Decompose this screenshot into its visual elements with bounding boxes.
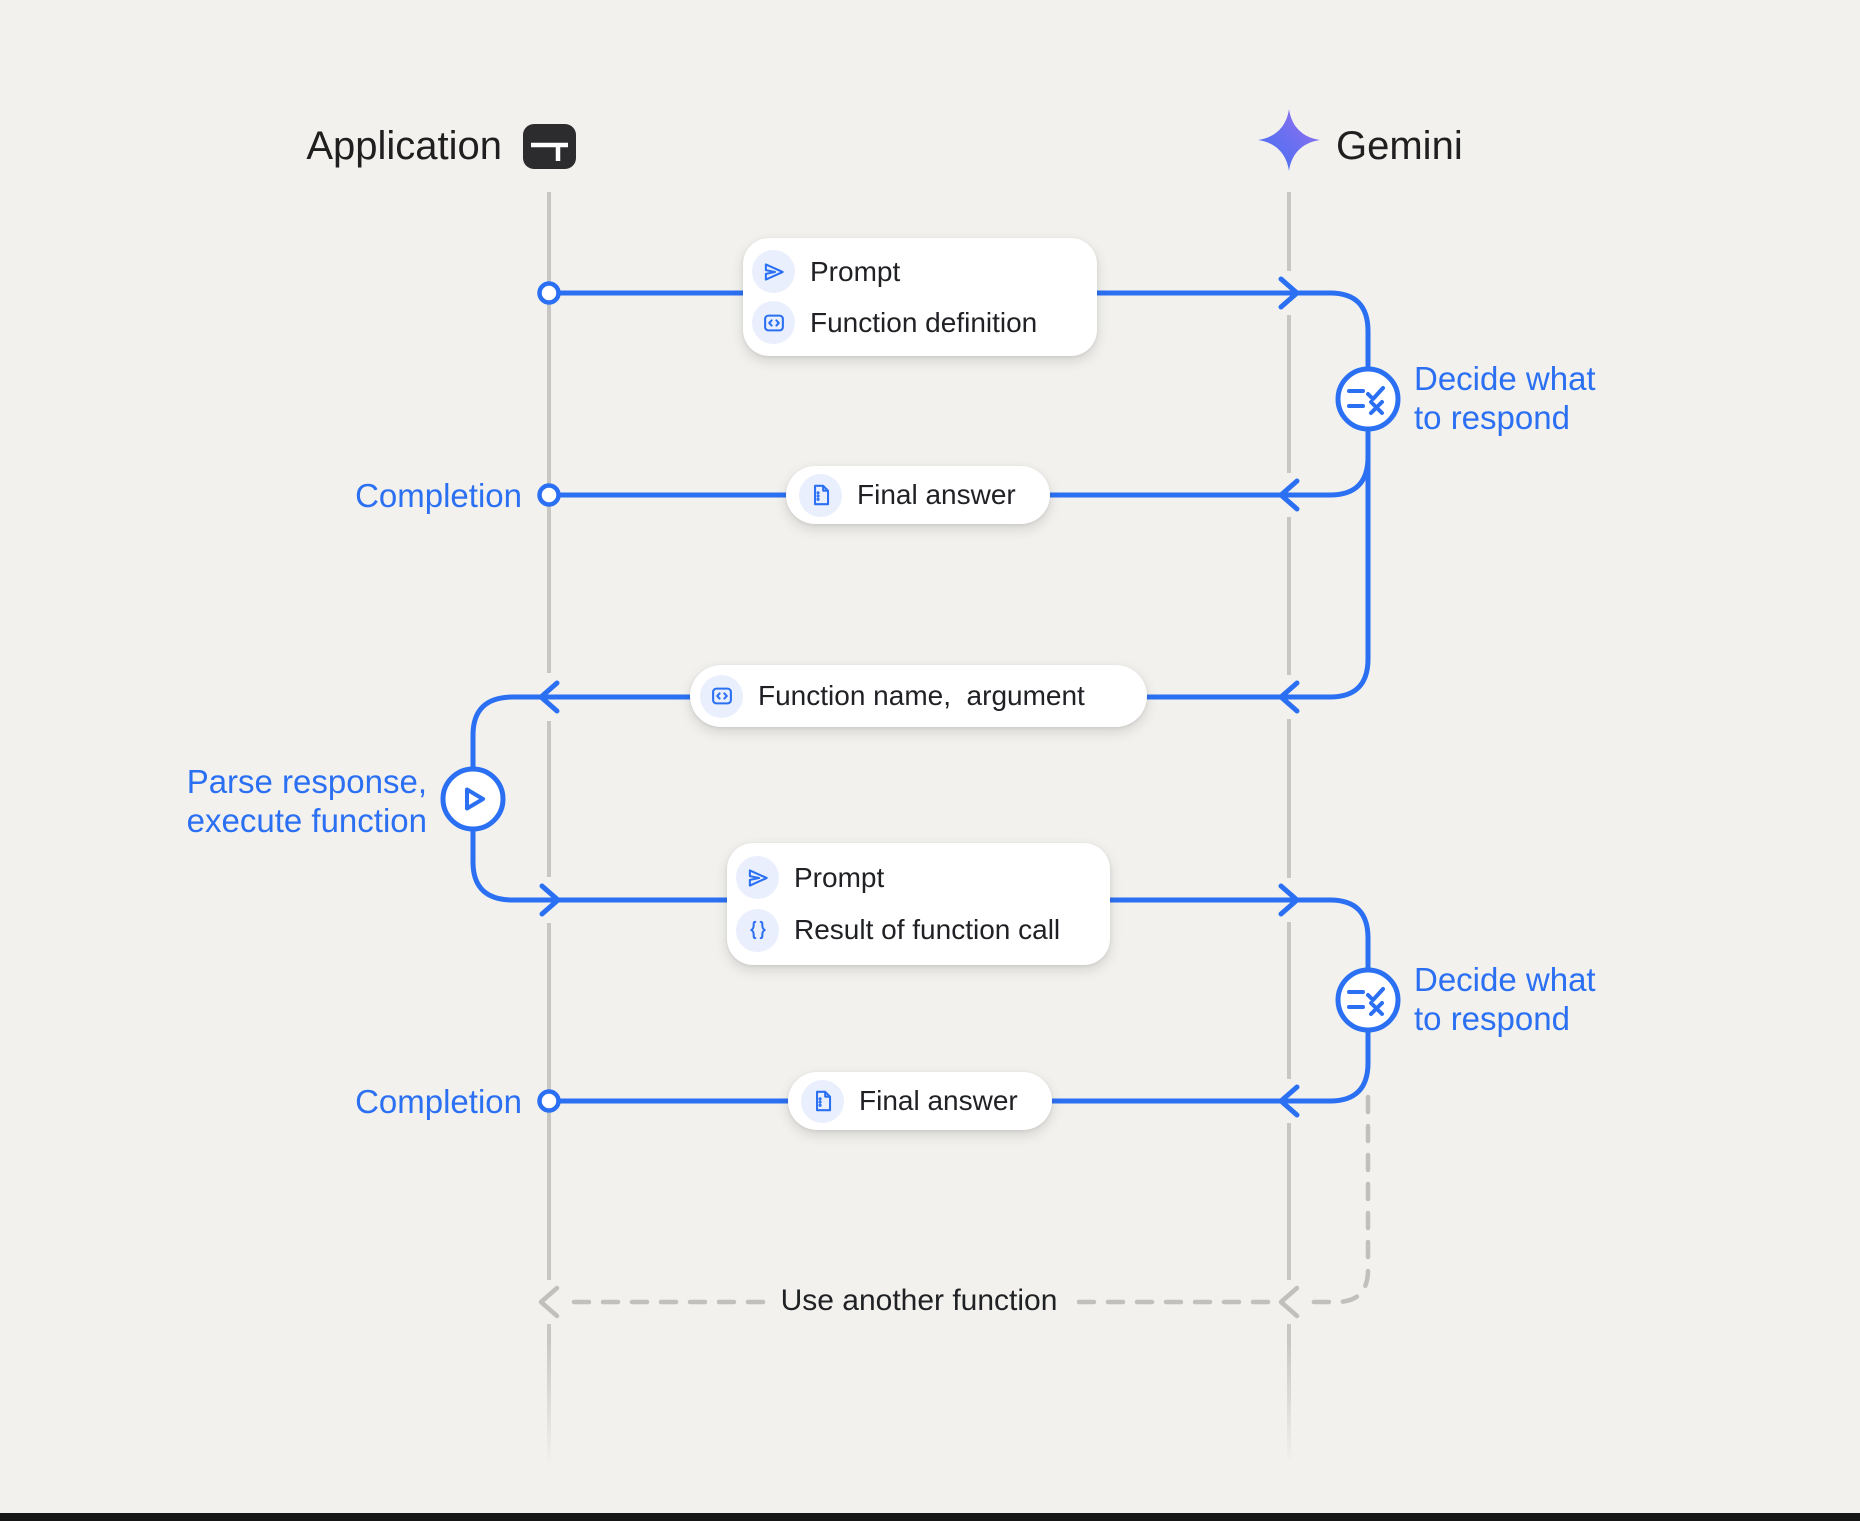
bottom-edge-bar [0,1513,1860,1521]
arrowhead-right-row1 [1278,276,1300,310]
gemini-header-label: Gemini [1336,124,1463,168]
application-header-label: Application [306,124,502,168]
arrowhead-right-row4-application [539,883,561,917]
document-icon [799,473,842,517]
completion-ring-row5 [537,1089,561,1113]
send-icon [736,856,779,900]
parse-execute-label: Parse response, execute function [186,763,427,839]
source-ring-row1 [537,281,561,305]
completion-label-2: Completion [355,1083,522,1120]
decide-label-1: Decide what to respond [1414,360,1596,436]
document-icon [801,1079,844,1123]
message-box-final-answer-1: Final answer [786,466,1050,524]
braces-icon [736,908,779,952]
flow-final-answer-2 [546,1027,1371,1104]
play-icon [465,787,485,811]
rule-icon [1347,987,1385,1016]
gemini-star-icon [1258,109,1320,171]
message-label: Final answer [859,1085,1018,1116]
arrowhead-right-row4-gemini [1278,883,1300,917]
message-box-prompt-function-definition: Prompt Function definition [743,238,1097,356]
message-label: Prompt [794,861,885,893]
dashed-arrowhead-gemini [1278,1285,1300,1319]
message-box-function-name-argument: Function name, argument [690,665,1147,727]
arrowhead-left-row2 [1278,478,1300,512]
send-icon [752,250,795,293]
arrowhead-left-row5 [1278,1084,1300,1118]
flow-final-answer-1 [546,454,1371,498]
completion-label-1: Completion [355,477,522,514]
message-label: Result of function call [794,914,1061,946]
use-another-function-dashed-path [538,1094,1371,1319]
decide-node-2 [1335,967,1401,1033]
arrowhead-left-row3-gemini [1278,680,1300,714]
message-label: Prompt [810,255,901,287]
message-label: Final answer [857,479,1016,510]
app-window-icon [523,124,576,169]
flow-prompt-to-gemini [546,290,1371,372]
rule-icon [1347,386,1385,415]
message-label: Function definition [810,306,1038,338]
code-box-icon [700,674,743,718]
arrowhead-left-row3-application [538,680,560,714]
message-label: Function name, argument [758,680,1085,711]
use-another-function-label: Use another function [780,1284,1058,1317]
code-box-icon [752,301,795,344]
decide-node-1 [1335,366,1401,432]
dashed-arrowhead-application [538,1285,560,1319]
decide-label-2: Decide what to respond [1414,961,1596,1037]
parse-execute-node [440,766,506,832]
message-box-final-answer-2: Final answer [788,1072,1052,1130]
completion-ring-row2 [537,483,561,507]
message-box-prompt-result: Prompt Result of function call [727,843,1110,965]
